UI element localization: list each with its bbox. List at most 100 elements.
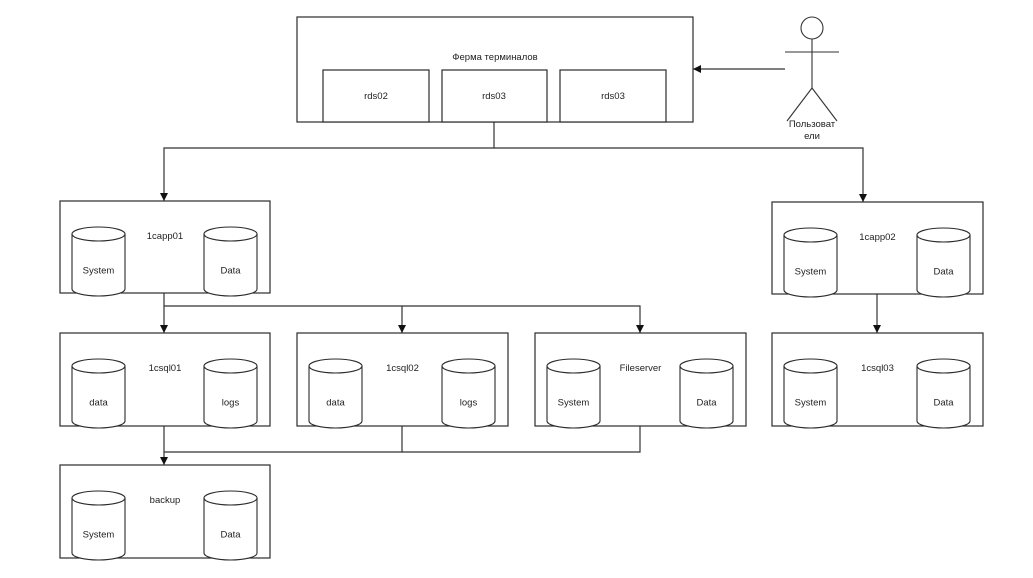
disk-cylinder-icon [679,366,734,429]
actor-label-line2: ели [804,131,820,142]
disk-label: logs [460,398,478,409]
server-label: 1csql03 [861,363,894,374]
disk-cylinder-icon [203,366,258,429]
user-stick-figure-icon [785,16,839,122]
disk-cylinder-top [783,227,838,243]
disk-system[interactable]: System [71,490,126,561]
disk-cylinder-top [308,358,363,374]
disk-label: Data [220,266,241,277]
rds-server-box[interactable] [322,69,430,123]
arrowhead-icon [693,65,701,73]
disk-label: data [89,398,108,409]
rds-server-box[interactable] [559,69,667,123]
disk-data[interactable]: data [71,358,126,429]
disk-cylinder-top [71,226,126,242]
rds-server-label: rds02 [364,91,388,102]
server-label: Fileserver [620,363,662,374]
terminal-farm-label: Ферма терминалов [452,52,537,63]
arrowhead-icon [160,457,168,465]
disk-system[interactable]: System [546,358,601,429]
disk-data[interactable]: Data [679,358,734,429]
rds-server-label: rds03 [601,91,625,102]
disk-cylinder-top [203,490,258,506]
server-label: 1capp01 [147,231,183,242]
server-label: 1csql01 [149,363,182,374]
users-actor[interactable]: Пользоват ели [785,16,839,142]
disk-label: System [795,267,827,278]
disk-data[interactable]: Data [916,358,971,429]
server-node-1csql01[interactable]: 1csql01 data logs [59,332,271,429]
connector-1csql02-to-backup [164,426,403,453]
disk-logs[interactable]: logs [203,358,258,429]
disk-data[interactable]: Data [203,490,258,561]
connector-1capp01-to-1csql02 [164,305,403,333]
disk-label: Data [696,398,717,409]
disk-cylinder-icon [783,366,838,429]
disk-label: System [795,398,827,409]
disk-cylinder-icon [546,366,601,429]
disk-cylinder-icon [783,235,838,298]
rds-server-label: rds03 [482,91,506,102]
disk-cylinder-top [916,227,971,243]
disk-system[interactable]: System [71,226,126,297]
rds-server-rds03[interactable]: rds03 [441,69,548,123]
rds-server-rds02[interactable]: rds02 [322,69,430,123]
disk-logs[interactable]: logs [441,358,496,429]
disk-cylinder-top [783,358,838,374]
disk-cylinder-icon [71,498,126,561]
arrowhead-icon [398,325,406,333]
rds-server-box[interactable] [441,69,548,123]
disk-cylinder-icon [441,366,496,429]
connector-terminal_farm-to-1capp01 [163,122,495,201]
disk-cylinder-top [71,490,126,506]
disk-cylinder-top [203,226,258,242]
disk-label: System [558,398,590,409]
disk-cylinder-top [679,358,734,374]
arrowhead-icon [859,194,867,202]
disk-cylinder-top [546,358,601,374]
disk-label: data [326,398,345,409]
server-label: 1csql02 [386,363,419,374]
disk-cylinder-top [203,358,258,374]
disk-cylinder-top [71,358,126,374]
disk-cylinder-icon [308,366,363,429]
actor-label-line1: Пользоват [789,119,836,130]
disk-cylinder-icon [916,366,971,429]
connector-fileserver-to-backup [402,426,641,453]
disk-cylinder-icon [203,498,258,561]
disk-label: logs [222,398,240,409]
disk-label: Data [220,530,241,541]
disk-cylinder-top [441,358,496,374]
arrowhead-icon [873,325,881,333]
disk-cylinder-icon [203,234,258,297]
disk-cylinder-icon [71,366,126,429]
connectors [160,65,881,465]
disk-data[interactable]: data [308,358,363,429]
terminal-farm[interactable]: Ферма терминалов rds02 rds03 rds03 [296,16,694,123]
server-label: backup [150,495,181,506]
connector-terminal_farm-to-1capp02 [494,147,864,202]
connector-1capp01-to-fileserver [402,305,641,333]
disk-label: System [83,530,115,541]
server-label: 1capp02 [859,232,895,243]
server-node-1csql02[interactable]: 1csql02 data logs [296,332,509,429]
disk-cylinder-icon [916,235,971,298]
disk-system[interactable]: System [783,227,838,298]
disk-system[interactable]: System [783,358,838,429]
disk-data[interactable]: Data [203,226,258,297]
arrowhead-icon [160,193,168,201]
disk-data[interactable]: Data [916,227,971,298]
disk-label: Data [933,398,954,409]
disk-label: Data [933,267,954,278]
arrowhead-icon [636,325,644,333]
disk-cylinder-icon [71,234,126,297]
rds-server-rds03-second[interactable]: rds03 [559,69,667,123]
disk-cylinder-top [916,358,971,374]
